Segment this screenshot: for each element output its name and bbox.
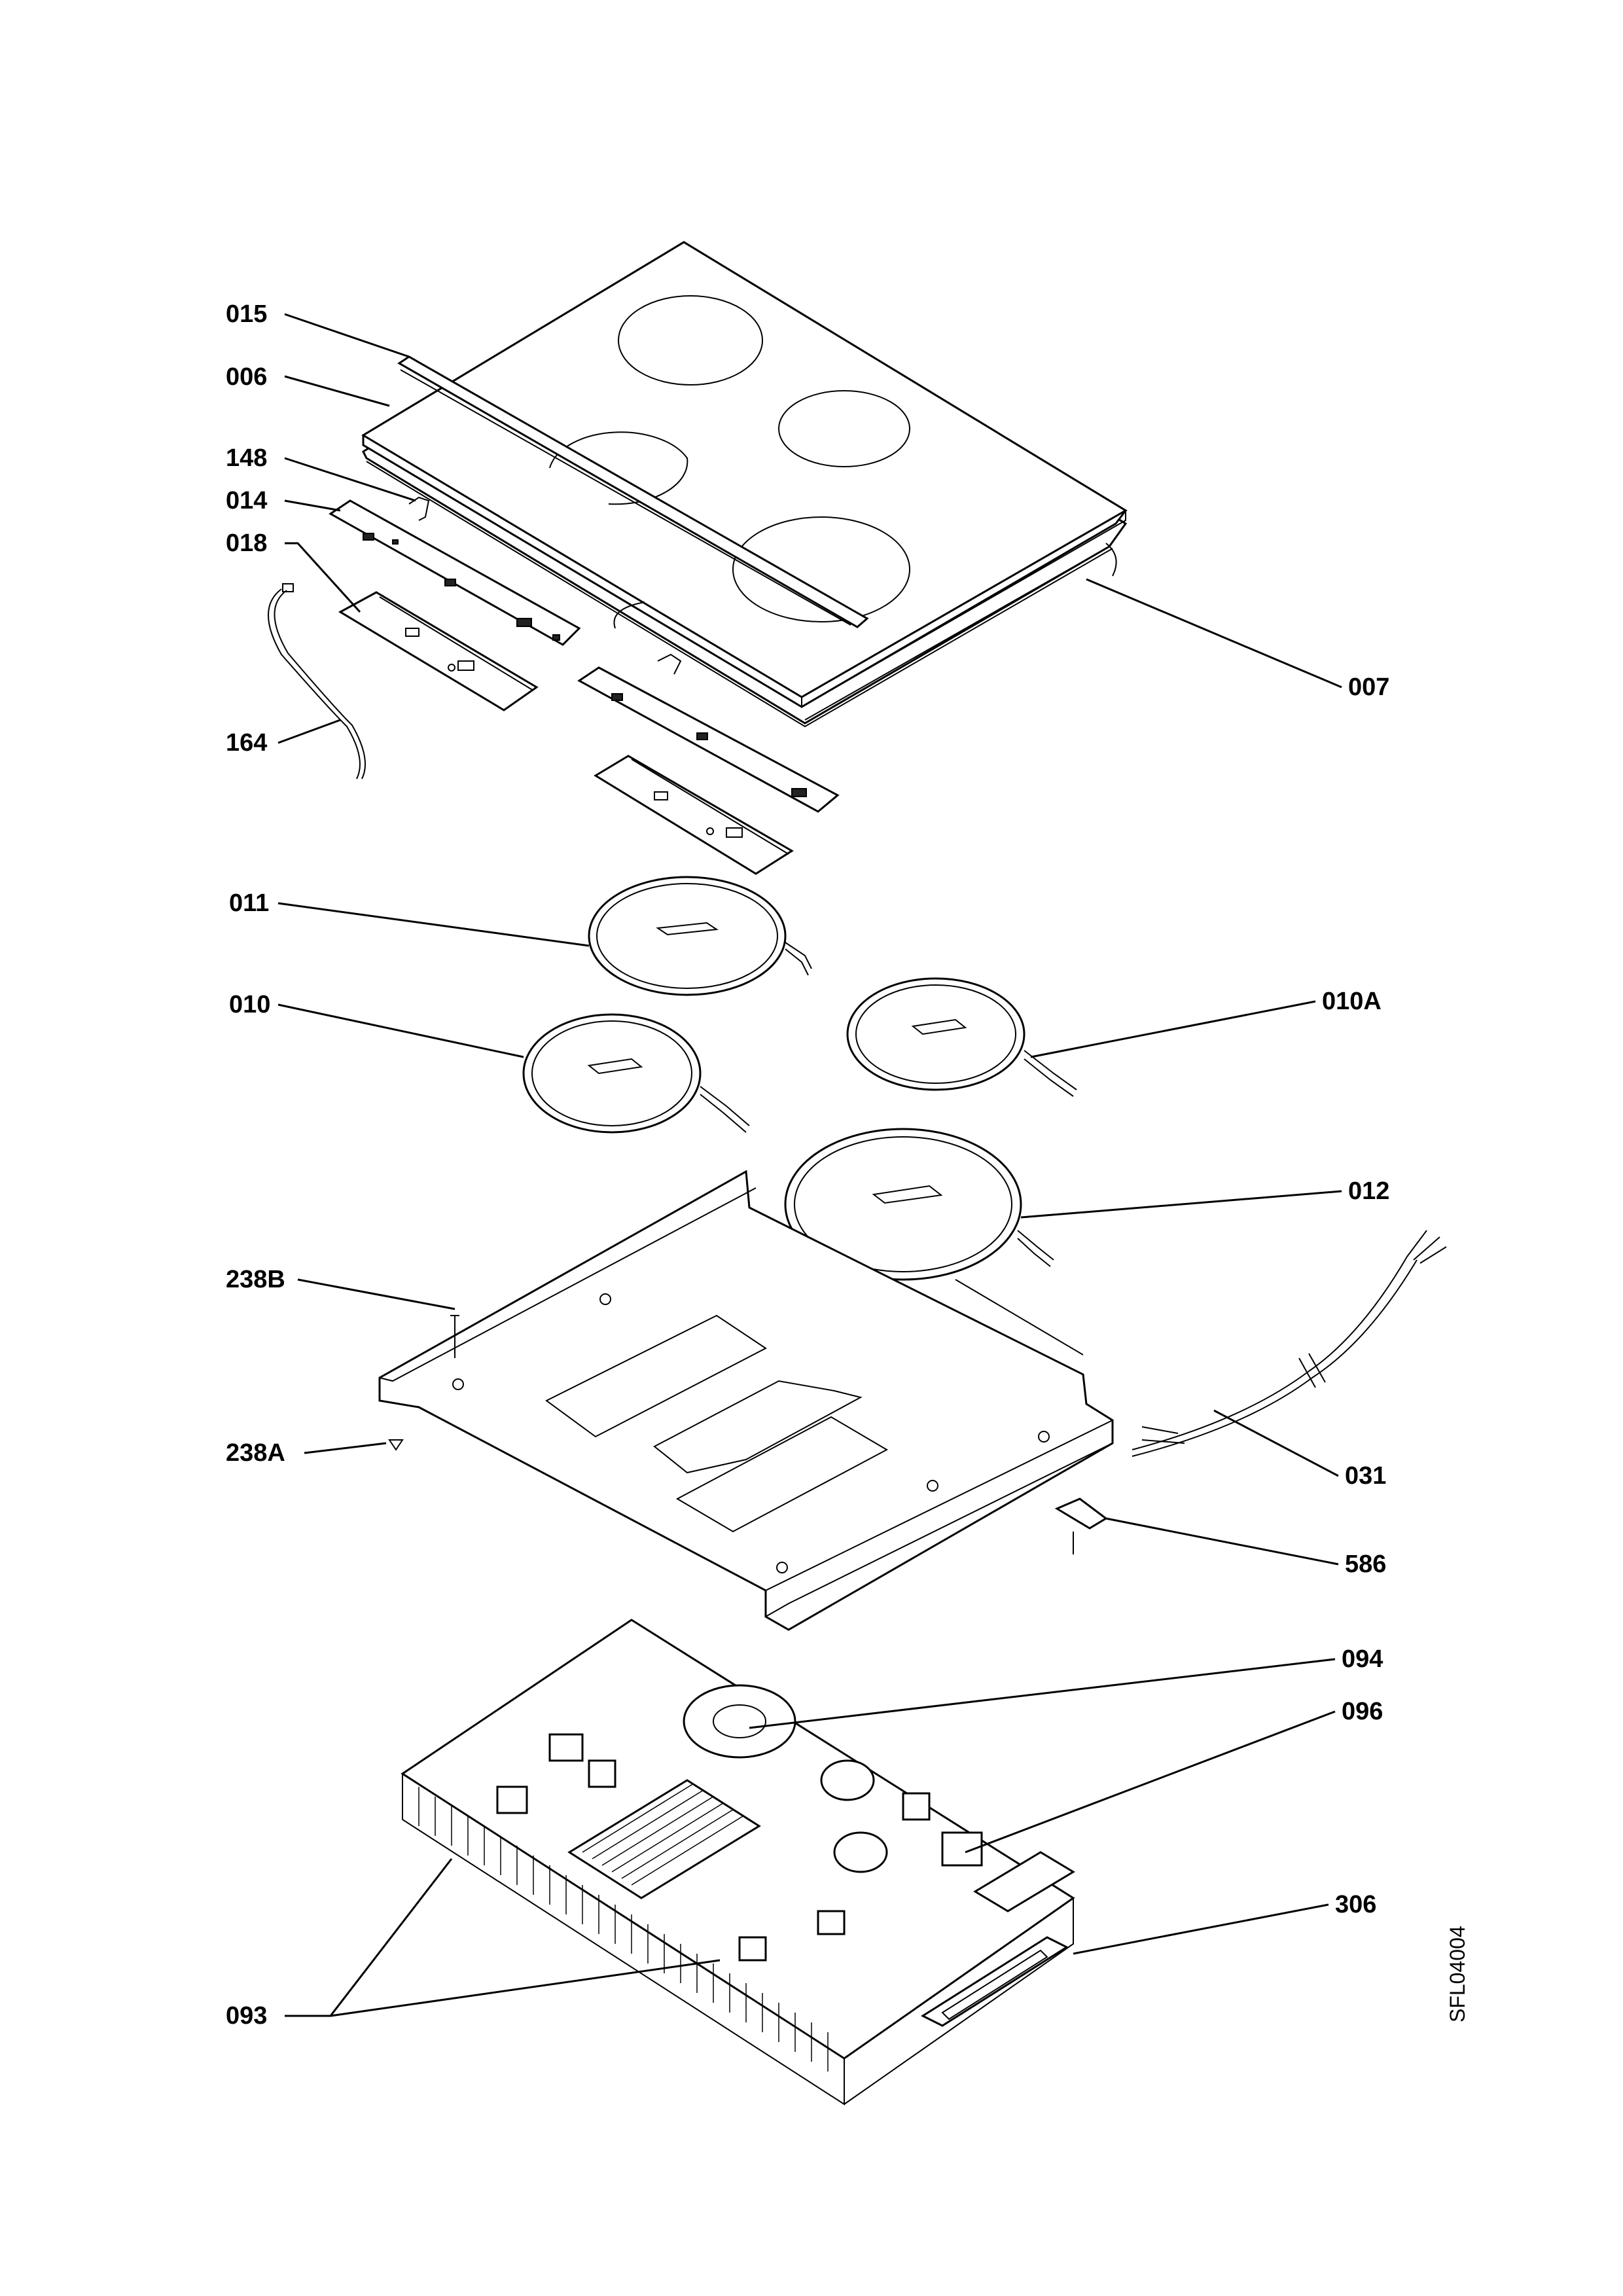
callout-010a: 010A (1322, 988, 1382, 1015)
control-board-left-014 (329, 499, 581, 646)
callout-096: 096 (1342, 1698, 1383, 1725)
callout-148: 148 (226, 444, 267, 472)
cable-164 (268, 583, 366, 780)
callout-012: 012 (1348, 1177, 1389, 1205)
callout-labels: 015 006 148 014 018 164 007 011 010 010A… (226, 300, 1389, 2030)
drawing-code: SFL04004 (1446, 1926, 1469, 2022)
ribbon-cable-148 (408, 496, 430, 521)
callout-093: 093 (226, 2002, 267, 2030)
callout-164: 164 (226, 729, 267, 757)
screw-238a (388, 1439, 404, 1451)
callout-011: 011 (229, 889, 269, 917)
callout-586: 586 (1345, 1551, 1386, 1578)
induction-coil-010 (522, 1013, 750, 1134)
callout-010: 010 (229, 991, 270, 1018)
callout-238a: 238A (226, 1439, 285, 1467)
induction-coil-012 (784, 1128, 1054, 1281)
base-tray (378, 1170, 1114, 1631)
leader-lines (277, 313, 1342, 2017)
board-bracket-right-018 (594, 755, 794, 875)
callout-306: 306 (1335, 1891, 1376, 1918)
mains-cable-031 (1132, 1230, 1447, 1457)
callout-006: 006 (226, 363, 267, 391)
callout-014: 014 (226, 487, 267, 514)
control-board-right-014 (577, 653, 840, 813)
generator-assembly-093 (401, 1619, 1075, 2106)
callout-094: 094 (1342, 1645, 1383, 1673)
callout-018: 018 (226, 529, 267, 557)
induction-coil-010a (846, 977, 1077, 1097)
board-bracket-left-018 (338, 591, 539, 711)
control-strip-015 (397, 355, 869, 628)
terminal-cover-306 (920, 1936, 1069, 2027)
callout-238b: 238B (226, 1266, 285, 1293)
screw-238b (450, 1315, 459, 1358)
callout-015: 015 (226, 300, 267, 328)
callout-007: 007 (1348, 673, 1389, 701)
induction-coil-011 (588, 876, 812, 996)
glass-cooktop-006 (361, 241, 1128, 728)
bracket-586 (1054, 1498, 1108, 1554)
callout-031: 031 (1345, 1462, 1386, 1490)
